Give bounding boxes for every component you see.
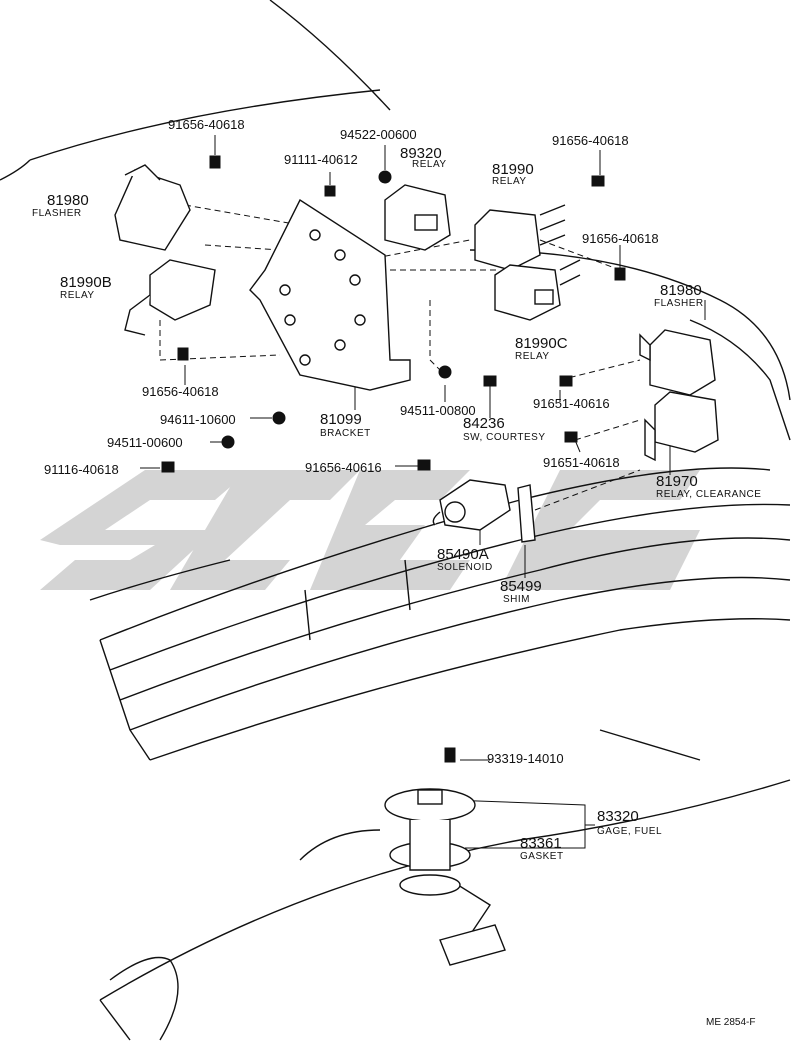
part-description: FLASHER [32, 208, 82, 219]
part-number: 91111-40612 [284, 152, 358, 167]
part-description: SOLENOID [437, 562, 493, 573]
part-description: BRACKET [320, 428, 371, 439]
solenoid-85490A [432, 479, 511, 531]
part-number: 94522-00600 [340, 127, 417, 142]
part-number: 91656-40618 [582, 231, 659, 246]
part-number: 89320 [400, 145, 442, 162]
part-number: 91656-40618 [552, 133, 629, 148]
part-number: 81990 [492, 161, 534, 178]
fuel-gauge-83320 [384, 788, 506, 966]
relay-81990 [474, 204, 566, 271]
part-number: 91656-40618 [168, 117, 245, 132]
bracket-81099 [249, 198, 411, 391]
fasteners [161, 155, 626, 763]
relay-81990C [494, 259, 581, 321]
flasher-81980-right [639, 329, 716, 396]
part-number: 94511-00800 [400, 403, 476, 418]
watermark-logo [40, 470, 700, 590]
part-description: RELAY [492, 176, 527, 187]
part-description: RELAY, CLEARANCE [656, 489, 762, 500]
part-number: 91656-40616 [305, 460, 382, 475]
part-description: FLASHER [654, 298, 704, 309]
part-number: 91651-40618 [543, 455, 620, 470]
part-number: 84236 [463, 415, 505, 432]
part-description: RELAY [515, 351, 550, 362]
drawing-reference: ME 2854-F [706, 1017, 756, 1028]
relay-81970 [644, 391, 719, 462]
part-number: 81099 [320, 411, 362, 428]
part-number: 81980 [660, 282, 702, 299]
part-number: 83361 [520, 835, 562, 852]
part-number: 94511-00600 [107, 435, 183, 450]
part-number: 81990B [60, 274, 112, 291]
vehicle-body-outline [0, 0, 791, 1041]
relay-81990B [124, 259, 216, 336]
part-number: 81990C [515, 335, 568, 352]
part-number: 83320 [597, 808, 639, 825]
part-number: 81970 [656, 473, 698, 490]
shim-85499 [517, 484, 536, 543]
alignment-lines [159, 204, 641, 511]
part-number: 94611-10600 [160, 412, 236, 427]
part-number: 85499 [500, 578, 542, 595]
part-number: 81980 [47, 192, 89, 209]
part-number: 93319-14010 [487, 751, 564, 766]
part-number: 91651-40616 [533, 396, 610, 411]
part-description: RELAY [60, 290, 95, 301]
part-number: 91656-40618 [142, 384, 219, 399]
part-number: 91116-40618 [44, 462, 119, 477]
part-description: GAGE, FUEL [597, 826, 663, 837]
part-description: GASKET [520, 851, 564, 862]
part-description: SW, COURTESY [463, 432, 546, 443]
part-number: 85490A [437, 546, 489, 563]
relay-89320 [384, 184, 451, 251]
part-description: RELAY [412, 159, 447, 170]
part-description: SHIM [503, 594, 530, 605]
flasher-81980-left [114, 164, 191, 251]
